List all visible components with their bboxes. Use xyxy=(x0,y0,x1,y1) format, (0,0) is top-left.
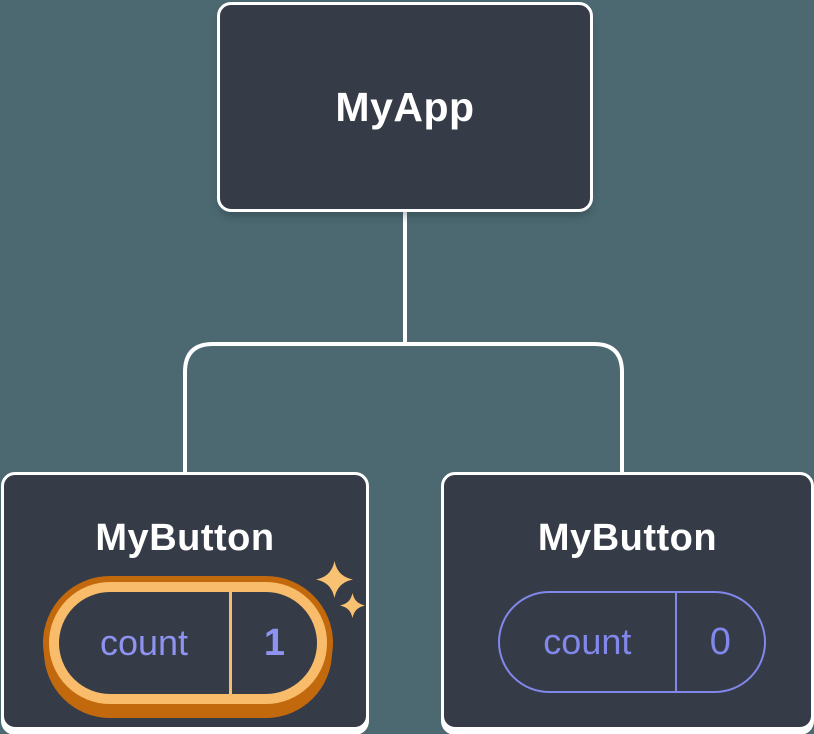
state-name-label: count xyxy=(99,622,189,663)
sparkle-icon xyxy=(316,561,353,598)
node-mybutton-right-label: MyButton xyxy=(537,517,718,559)
node-mybutton-left-label: MyButton xyxy=(95,517,275,559)
sparkle-icon xyxy=(340,593,365,618)
state-pill-plain: count 0 xyxy=(498,591,766,693)
state-pill-highlighted: count 1 xyxy=(49,582,327,704)
node-mybutton-left: MyButton count 1 xyxy=(1,472,369,730)
state-name-label: count xyxy=(543,621,632,662)
state-value: 0 xyxy=(709,620,731,663)
pill-divider xyxy=(229,592,232,694)
node-myapp: MyApp xyxy=(217,2,593,212)
node-mybutton-right: MyButton count 0 xyxy=(441,472,814,730)
node-myapp-label: MyApp xyxy=(335,83,475,130)
state-value: 1 xyxy=(263,621,286,664)
pill-divider xyxy=(674,593,677,691)
